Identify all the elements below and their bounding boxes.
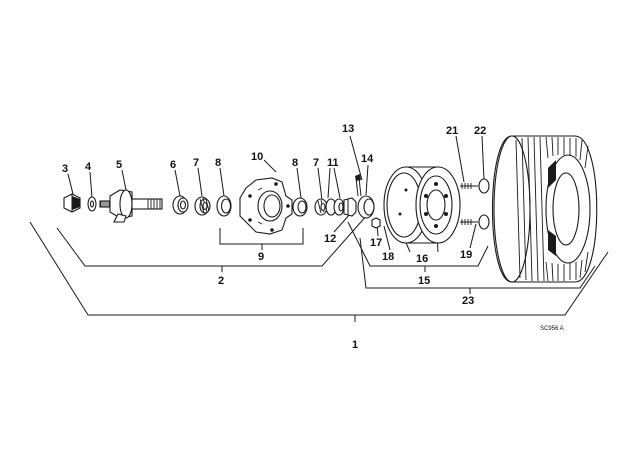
part-10-hub xyxy=(239,177,293,235)
part-16-rim xyxy=(383,166,461,244)
part-11-seal-washers xyxy=(325,198,345,216)
callout-14: 14 xyxy=(361,153,374,165)
callout-11: 11 xyxy=(327,157,339,169)
callout-8-left: 8 xyxy=(215,157,221,169)
callout-22: 22 xyxy=(474,125,486,137)
tire xyxy=(492,135,598,283)
callout-labels: 3 4 5 6 7 8 10 8 7 11 13 14 12 17 18 16 … xyxy=(62,123,564,351)
bracket-lines xyxy=(29,213,609,322)
callout-6: 6 xyxy=(170,159,176,171)
callout-23: 23 xyxy=(462,295,474,307)
callout-5: 5 xyxy=(116,159,122,171)
callout-16-left: 16 xyxy=(416,253,428,265)
callout-19: 19 xyxy=(460,249,472,261)
drawing-code: SC956 A xyxy=(540,326,564,332)
callout-4: 4 xyxy=(85,161,92,173)
callout-7-right: 7 xyxy=(313,157,319,169)
part-14-dust-cap xyxy=(357,195,375,219)
callout-13: 13 xyxy=(342,123,354,135)
part-8-cup-right xyxy=(292,197,308,217)
callout-3: 3 xyxy=(62,163,68,175)
callout-1: 1 xyxy=(352,339,358,351)
callout-17: 17 xyxy=(370,237,382,249)
part-6-seal xyxy=(172,195,189,215)
callout-10: 10 xyxy=(251,151,263,163)
part-5-spindle xyxy=(99,189,163,223)
part-21-22-bolts xyxy=(460,178,490,230)
callout-12: 12 xyxy=(324,233,336,245)
part-4-washer xyxy=(87,196,97,212)
part-8-cup-left xyxy=(216,195,232,217)
callout-7-left: 7 xyxy=(193,157,199,169)
part-13-cotter-pin xyxy=(355,174,362,197)
callout-8-right: 8 xyxy=(292,157,298,169)
part-17-nut xyxy=(371,217,381,229)
callout-2: 2 xyxy=(218,275,224,287)
part-3-nut xyxy=(63,193,81,213)
part-7-bearing-left xyxy=(194,196,211,216)
callout-21: 21 xyxy=(446,125,458,137)
callout-15: 15 xyxy=(418,275,430,287)
part-7-bearing-right xyxy=(314,198,328,216)
callout-9: 9 xyxy=(258,251,264,263)
callout-18: 18 xyxy=(382,251,394,263)
leader-lines xyxy=(67,135,485,253)
part-12-nut xyxy=(343,197,357,217)
